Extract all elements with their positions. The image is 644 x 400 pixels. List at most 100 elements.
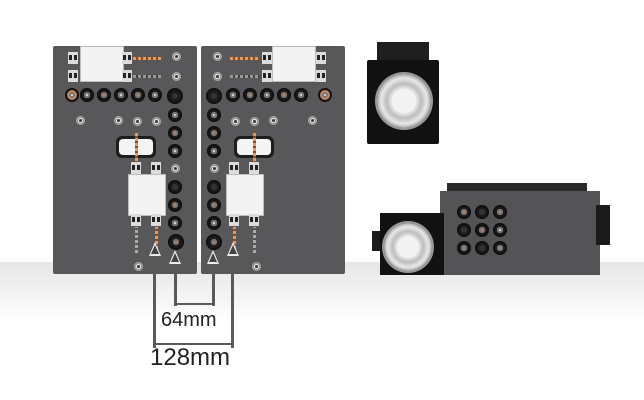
clip	[229, 162, 239, 174]
dimension-label-64mm: 64mm	[161, 309, 217, 331]
clip	[131, 162, 141, 174]
screw	[213, 52, 222, 61]
right-top-block	[272, 46, 316, 82]
spindle-hole	[207, 216, 221, 230]
spindle-hole	[277, 88, 291, 102]
screw	[250, 117, 259, 126]
screw	[213, 72, 222, 81]
spindle-hole	[97, 88, 111, 102]
spindle-hole	[457, 241, 471, 255]
right-plate	[201, 46, 345, 274]
vertical-drill-bit	[233, 227, 236, 249]
clip	[316, 70, 326, 82]
screw	[231, 117, 240, 126]
arrow-up-icon	[227, 242, 239, 256]
screw	[114, 116, 123, 125]
side-view-module	[368, 183, 610, 275]
vertical-drill-bit	[135, 132, 138, 166]
spindle-hole	[493, 241, 507, 255]
spindle-hole	[168, 126, 182, 140]
screw	[171, 164, 180, 173]
spindle-hole	[206, 88, 222, 104]
dimension-label-128mm: 128mm	[150, 344, 231, 371]
chuck	[384, 223, 432, 271]
clip	[262, 70, 272, 82]
horizontal-drill-bit	[230, 57, 260, 60]
horizontal-drill-bit	[133, 75, 161, 78]
spindle-hole	[207, 144, 221, 158]
screw	[210, 164, 219, 173]
clip	[316, 52, 326, 64]
spindle-hole	[167, 88, 183, 104]
spindle-hole	[475, 205, 489, 219]
end-view-housing	[367, 42, 439, 144]
left-top-block	[80, 46, 124, 82]
clip	[249, 162, 259, 174]
spindle-hole	[114, 88, 128, 102]
spindle-hole	[65, 88, 79, 102]
spindle-hole	[168, 108, 182, 122]
spindle-hole	[168, 144, 182, 158]
screw	[172, 72, 181, 81]
vertical-drill-bit	[135, 227, 138, 253]
dim-bar-outer	[153, 343, 234, 345]
dim-line-outer-right	[231, 256, 234, 348]
horizontal-drill-bit	[133, 57, 161, 60]
dim-line-inner-left	[174, 264, 177, 306]
screw	[308, 116, 317, 125]
screw	[152, 117, 161, 126]
clip	[122, 70, 132, 82]
spindle-hole	[457, 223, 471, 237]
arrow-up-icon	[149, 242, 161, 256]
dim-bar-inner	[174, 303, 215, 305]
spindle-hole	[207, 198, 221, 212]
screw	[252, 262, 261, 271]
spindle-hole	[168, 180, 182, 194]
right-vertical-block	[226, 174, 264, 216]
clip	[122, 52, 132, 64]
spindle-hole	[168, 216, 182, 230]
spindle-hole	[131, 88, 145, 102]
spindle-hole	[207, 108, 221, 122]
spindle-hole	[318, 88, 332, 102]
vertical-drill-bit	[253, 227, 256, 253]
spindle-hole	[207, 180, 221, 194]
clip	[262, 52, 272, 64]
spindle-hole	[206, 234, 222, 250]
spindle-hole	[493, 205, 507, 219]
clip	[151, 214, 161, 226]
spindle-hole	[475, 223, 489, 237]
spindle-hole	[226, 88, 240, 102]
dim-line-inner-right	[212, 264, 215, 306]
arrow-up-icon	[169, 250, 181, 264]
vertical-drill-bit	[155, 227, 158, 249]
horizontal-drill-bit	[230, 75, 260, 78]
clip	[68, 70, 78, 82]
spindle-hole	[243, 88, 257, 102]
screw	[134, 262, 143, 271]
clip	[229, 214, 239, 226]
screw	[172, 52, 181, 61]
spindle-hole	[457, 205, 471, 219]
chuck	[377, 74, 431, 128]
spindle-hole	[168, 198, 182, 212]
clip	[249, 214, 259, 226]
dim-line-outer-left	[153, 256, 156, 348]
spindle-hole	[207, 126, 221, 140]
vertical-drill-bit	[253, 132, 256, 166]
spindle-hole	[475, 241, 489, 255]
screw	[133, 117, 142, 126]
spindle-hole	[260, 88, 274, 102]
spindle-hole	[80, 88, 94, 102]
arrow-up-icon	[207, 250, 219, 264]
spindle-hole	[294, 88, 308, 102]
spindle-hole	[493, 223, 507, 237]
clip	[131, 214, 141, 226]
clip	[151, 162, 161, 174]
spindle-hole	[168, 234, 184, 250]
screw	[269, 116, 278, 125]
spindle-hole	[148, 88, 162, 102]
left-vertical-block	[128, 174, 166, 216]
screw	[76, 116, 85, 125]
clip	[68, 52, 78, 64]
